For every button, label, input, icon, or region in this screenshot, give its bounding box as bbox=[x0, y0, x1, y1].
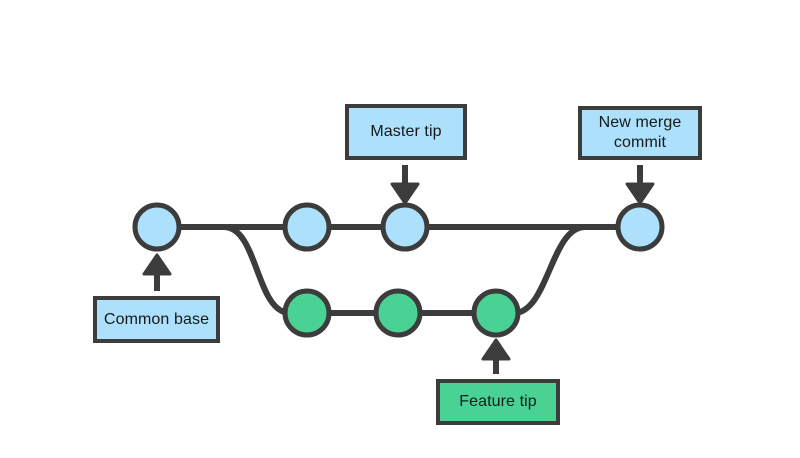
arrow-feature-tip bbox=[481, 338, 511, 374]
label-text-master-tip: Master tip bbox=[370, 123, 442, 141]
label-text-feature-tip: Feature tip bbox=[459, 393, 537, 411]
label-text-common-base: Common base bbox=[103, 310, 210, 328]
branch-off-curve bbox=[221, 224, 293, 316]
arrow-master-tip bbox=[390, 165, 420, 205]
label-text-new-merge-commit: New merge commit bbox=[598, 114, 682, 151]
label-box-new-merge-commit[interactable]: New merge commit bbox=[578, 106, 702, 160]
commit-node-master-tip[interactable] bbox=[380, 202, 430, 252]
label-box-feature-tip[interactable]: Feature tip bbox=[436, 379, 560, 425]
label-box-master-tip[interactable]: Master tip bbox=[345, 104, 467, 160]
commit-node-feature-tip[interactable] bbox=[471, 288, 521, 338]
commit-node-common-base[interactable] bbox=[132, 202, 182, 252]
commit-node-feature-2[interactable] bbox=[373, 288, 423, 338]
commit-node-merge-commit[interactable] bbox=[615, 202, 665, 252]
commit-node-feature-1[interactable] bbox=[282, 288, 332, 338]
arrow-common-base bbox=[142, 253, 172, 291]
commit-node-master-1[interactable] bbox=[282, 202, 332, 252]
label-box-common-base[interactable]: Common base bbox=[93, 296, 220, 343]
arrow-new-merge-commit bbox=[625, 165, 655, 205]
merge-back-curve bbox=[511, 224, 588, 316]
